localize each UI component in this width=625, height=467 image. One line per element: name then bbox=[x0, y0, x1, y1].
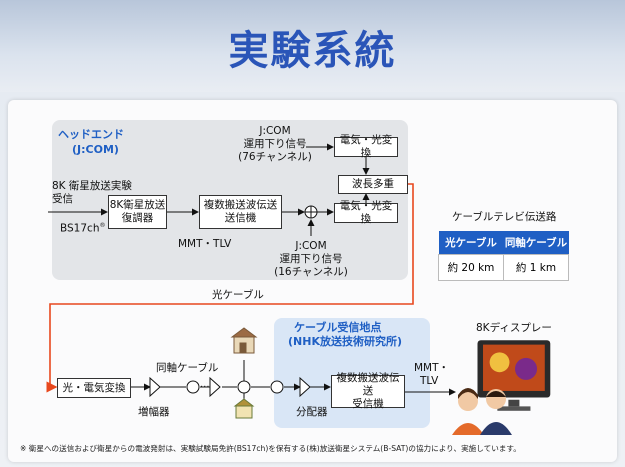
tv-icon bbox=[477, 340, 551, 411]
legend-header-coax: 同軸ケーブル bbox=[503, 231, 569, 255]
receiver-site-title: ケーブル受信地点 bbox=[294, 321, 382, 334]
multi-carrier-transmitter-box: 複数搬送波伝送送信機 bbox=[199, 195, 282, 229]
bs-channel: BS17ch® bbox=[60, 219, 105, 236]
mmt-tlv-label: MMT・TLV bbox=[178, 238, 232, 250]
eo-converter-bottom-box: 電気・光変換 bbox=[334, 200, 398, 225]
jcom-downlink-76-line2: 運用下り信号 bbox=[243, 138, 307, 150]
input-label-line1: 8K 衛星放送実験 bbox=[52, 180, 132, 192]
footnote: ※ 衛星への送信および衛星からの電波発射は、実験試験局免許(BS17ch)を保有… bbox=[20, 444, 521, 453]
eo-converter-top-label: 電気・光変換 bbox=[339, 134, 393, 159]
multi-carrier-rx-line2: 受信機 bbox=[352, 398, 384, 410]
jcom-downlink-76-line3: (76チャンネル) bbox=[238, 151, 312, 163]
viewers-icon bbox=[452, 388, 512, 435]
mmt-tlv-out-line2: TLV bbox=[420, 375, 439, 387]
display-label: 8Kディスプレー bbox=[476, 322, 552, 334]
receiver-site-region bbox=[274, 318, 430, 428]
mmt-tlv-out-line1: MMT・ bbox=[414, 362, 450, 374]
jcom-downlink-16-line1: J:COM bbox=[295, 240, 327, 252]
eo-converter-top-box: 電気・光変換 bbox=[334, 134, 398, 159]
registered-mark: ® bbox=[99, 222, 106, 229]
coax-cable-label: 同軸ケーブル bbox=[156, 362, 219, 374]
title-bar bbox=[0, 0, 625, 92]
satellite-demod-line2: 復調器 bbox=[121, 212, 154, 224]
page-title: 実験系統 bbox=[228, 28, 397, 74]
satellite-demod-line1: 8K衛星放送 bbox=[109, 199, 166, 211]
headend-subtitle: (J:COM) bbox=[72, 143, 119, 156]
multi-carrier-receiver-box: 複数搬送波伝送受信機 bbox=[331, 372, 405, 410]
jcom-downlink-76-line1: J:COM bbox=[259, 125, 291, 137]
legend-value-coax: 約 1 km bbox=[503, 254, 569, 281]
oe-converter-label: 光・電気変換 bbox=[62, 381, 126, 394]
oe-converter-box: 光・電気変換 bbox=[57, 378, 131, 398]
wavelength-mux-box: 波長多重 bbox=[338, 175, 408, 194]
headend-title-line1: ヘッドエンド bbox=[58, 128, 124, 141]
headend-title: ヘッドエンド bbox=[58, 128, 124, 141]
wavelength-mux-label: 波長多重 bbox=[352, 178, 394, 190]
input-label-line2: 受信 bbox=[52, 193, 73, 205]
multi-carrier-rx-line1: 複数搬送波伝送 bbox=[336, 372, 400, 397]
amplifier-label: 増幅器 bbox=[138, 406, 170, 418]
optical-cable-label: 光ケーブル bbox=[212, 289, 264, 301]
receiver-site-subtitle: (NHK放送技術研究所) bbox=[288, 335, 402, 348]
svg-text:···: ··· bbox=[200, 382, 210, 393]
eo-converter-bottom-label: 電気・光変換 bbox=[339, 200, 393, 225]
transmission-path-legend: 光ケーブル 同軸ケーブル 約 20 km 約 1 km bbox=[438, 231, 569, 281]
multi-carrier-tx-line2: 送信機 bbox=[224, 212, 257, 224]
splitter-label: 分配器 bbox=[296, 406, 328, 418]
jcom-downlink-16-line2: 運用下り信号 bbox=[279, 253, 343, 265]
satellite-demodulator-box: 8K衛星放送復調器 bbox=[108, 195, 167, 229]
house-icon bbox=[230, 327, 258, 354]
legend-title: ケーブルテレビ伝送路 bbox=[452, 211, 557, 223]
legend-value-optical: 約 20 km bbox=[438, 254, 504, 281]
bs-channel-text: BS17ch bbox=[60, 222, 100, 235]
jcom-downlink-16-line3: (16チャンネル) bbox=[274, 266, 348, 278]
multi-carrier-tx-line1: 複数搬送波伝送 bbox=[203, 199, 278, 211]
legend-header-optical: 光ケーブル bbox=[438, 231, 504, 255]
